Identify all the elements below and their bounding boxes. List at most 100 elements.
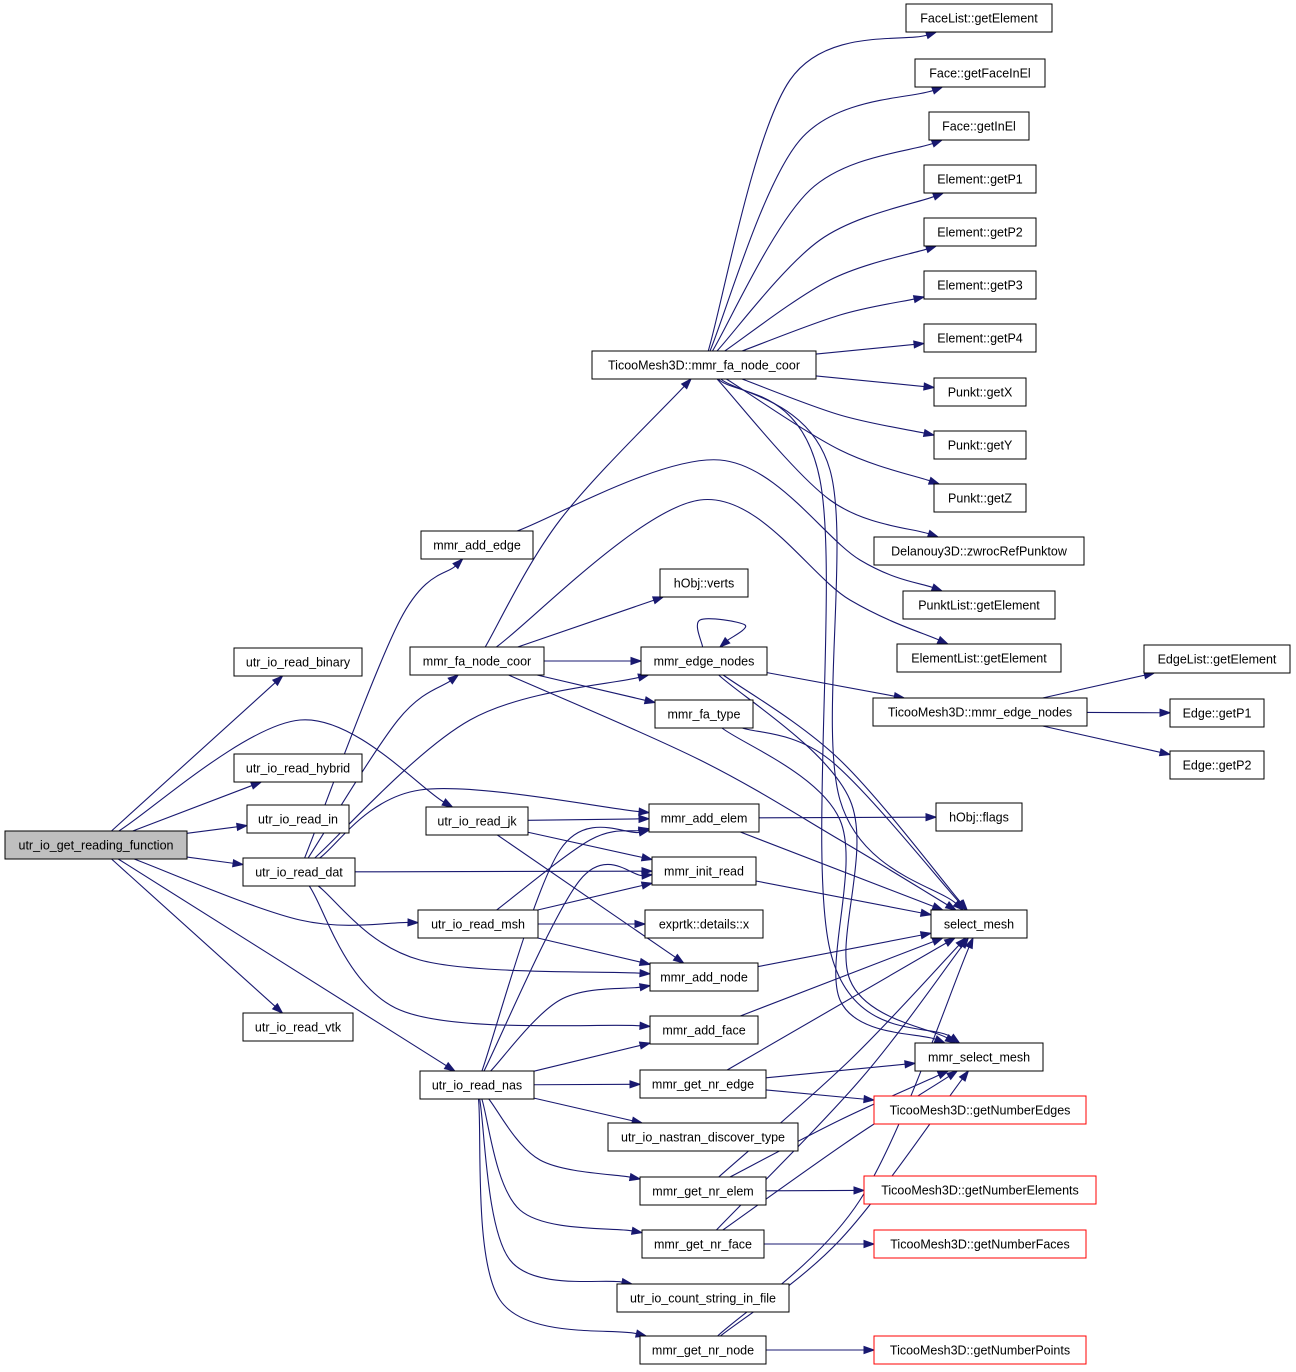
node-box bbox=[640, 646, 768, 676]
arrow-head-icon bbox=[452, 557, 464, 570]
node-mmr-get-nr-node[interactable]: mmr_get_nr_node bbox=[639, 1335, 767, 1365]
node-box bbox=[242, 1012, 354, 1042]
arrow-head-icon bbox=[443, 1061, 457, 1072]
node-ticoo-edge-nodes[interactable]: TicooMesh3D::mmr_edge_nodes bbox=[872, 697, 1088, 727]
node-mmr-init-read[interactable]: mmr_init_read bbox=[651, 856, 757, 886]
node-label: FaceList::getElement bbox=[920, 12, 1038, 26]
node-mmr-add-elem[interactable]: mmr_add_elem bbox=[648, 803, 760, 833]
node-label: utr_io_nastran_discover_type bbox=[621, 1131, 785, 1145]
node-count-string[interactable]: utr_io_count_string_in_file bbox=[616, 1283, 790, 1313]
node-punkt-getz[interactable]: Punkt::getZ bbox=[933, 483, 1027, 513]
arrow-head-icon bbox=[863, 1345, 876, 1355]
node-exprtk-x[interactable]: exprtk::details::x bbox=[644, 909, 764, 939]
node-face-getfaceinel[interactable]: Face::getFaceInEl bbox=[914, 58, 1046, 88]
edge-read_dat-to-mmr_add_elem bbox=[319, 788, 640, 859]
node-delanouy[interactable]: Delanouy3D::zwrocRefPunktow bbox=[873, 536, 1085, 566]
edge-mmr_fa_node_coor-to-elementlist_getelement bbox=[496, 499, 939, 648]
node-root[interactable]: utr_io_get_reading_function bbox=[4, 830, 188, 860]
node-mmr-get-nr-face[interactable]: mmr_get_nr_face bbox=[641, 1229, 765, 1259]
node-read-vtk[interactable]: utr_io_read_vtk bbox=[242, 1012, 354, 1042]
node-get-number-faces[interactable]: TicooMesh3D::getNumberFaces bbox=[873, 1229, 1087, 1259]
node-mmr-add-node[interactable]: mmr_add_node bbox=[649, 962, 759, 992]
edge-ticoo_fa_node_coor-to-mmr_select_mesh bbox=[717, 378, 952, 1038]
node-elementlist-getelement[interactable]: ElementList::getElement bbox=[896, 643, 1062, 673]
node-select-mesh[interactable]: select_mesh bbox=[930, 909, 1028, 939]
node-punkt-gety[interactable]: Punkt::getY bbox=[933, 430, 1027, 460]
edge-read_nas-to-count_string bbox=[479, 1098, 623, 1283]
edge-ticoo_fa_node_coor-to-punkt_getz bbox=[726, 378, 930, 482]
edge-read_msh-to-mmr_init_read bbox=[537, 884, 643, 911]
node-element-getp3[interactable]: Element::getP3 bbox=[923, 270, 1037, 300]
node-mmr-add-face[interactable]: mmr_add_face bbox=[649, 1015, 759, 1045]
arrow-head-icon bbox=[441, 798, 454, 808]
node-hobj-verts[interactable]: hObj::verts bbox=[659, 568, 749, 598]
node-label: mmr_fa_node_coor bbox=[423, 655, 531, 669]
node-read-hybrid[interactable]: utr_io_read_hybrid bbox=[233, 753, 363, 783]
node-read-jk[interactable]: utr_io_read_jk bbox=[425, 806, 529, 836]
arrow-head-icon bbox=[904, 1060, 917, 1069]
edge-ticoo_fa_node_coor-to-select_mesh bbox=[720, 378, 957, 904]
node-label: mmr_fa_type bbox=[668, 708, 741, 722]
node-hobj-flags[interactable]: hObj::flags bbox=[935, 802, 1023, 832]
node-get-number-elements[interactable]: TicooMesh3D::getNumberElements bbox=[863, 1175, 1097, 1205]
arrow-head-icon bbox=[919, 908, 933, 917]
node-facelist-getelement[interactable]: FaceList::getElement bbox=[905, 3, 1053, 33]
node-box bbox=[933, 377, 1027, 407]
node-edge-getp2[interactable]: Edge::getP2 bbox=[1169, 750, 1265, 780]
edge-ticoo_fa_node_coor-to-face_getfaceinel bbox=[709, 89, 934, 352]
node-element-getp1[interactable]: Element::getP1 bbox=[923, 164, 1037, 194]
node-edge-getp1[interactable]: Edge::getP1 bbox=[1169, 698, 1265, 728]
node-read-binary[interactable]: utr_io_read_binary bbox=[233, 647, 363, 677]
node-nastran-discover[interactable]: utr_io_nastran_discover_type bbox=[607, 1122, 799, 1152]
arrow-head-icon bbox=[637, 828, 651, 837]
node-mmr-get-nr-edge[interactable]: mmr_get_nr_edge bbox=[639, 1069, 767, 1099]
node-label: utr_io_read_vtk bbox=[255, 1021, 342, 1035]
node-box bbox=[591, 350, 817, 380]
node-face-getinel[interactable]: Face::getInEl bbox=[928, 111, 1030, 141]
edge-mmr_add_edge-to-punktlist_getelement bbox=[516, 459, 933, 588]
node-box bbox=[873, 1335, 1087, 1365]
edge-mmr_init_read-to-select_mesh bbox=[755, 880, 922, 914]
edge-ticoo_fa_node_coor-to-face_getinel bbox=[712, 143, 933, 352]
arrow-head-icon bbox=[931, 937, 945, 946]
node-punktlist-getelement[interactable]: PunktList::getElement bbox=[902, 590, 1056, 620]
node-read-dat[interactable]: utr_io_read_dat bbox=[242, 857, 356, 887]
arrow-head-icon bbox=[640, 853, 654, 862]
node-label: TicooMesh3D::getNumberFaces bbox=[890, 1238, 1069, 1252]
node-label: mmr_edge_nodes bbox=[654, 655, 755, 669]
node-punkt-getx[interactable]: Punkt::getX bbox=[933, 377, 1027, 407]
node-mmr-select-mesh[interactable]: mmr_select_mesh bbox=[914, 1042, 1044, 1072]
node-edgelist-getelement[interactable]: EdgeList::getElement bbox=[1143, 644, 1291, 674]
node-read-in[interactable]: utr_io_read_in bbox=[246, 804, 350, 834]
node-mmr-edge-nodes[interactable]: mmr_edge_nodes bbox=[640, 646, 768, 676]
node-label: utr_io_read_dat bbox=[255, 866, 343, 880]
node-box bbox=[923, 270, 1037, 300]
node-label: utr_io_read_hybrid bbox=[246, 762, 350, 776]
node-get-number-points[interactable]: TicooMesh3D::getNumberPoints bbox=[873, 1335, 1087, 1365]
node-read-nas[interactable]: utr_io_read_nas bbox=[419, 1070, 535, 1100]
arrow-head-icon bbox=[923, 382, 936, 391]
node-get-number-edges[interactable]: TicooMesh3D::getNumberEdges bbox=[873, 1095, 1087, 1125]
node-ticoo-fa-node-coor[interactable]: TicooMesh3D::mmr_fa_node_coor bbox=[591, 350, 817, 380]
node-box bbox=[616, 1283, 790, 1313]
node-read-msh[interactable]: utr_io_read_msh bbox=[417, 909, 539, 939]
node-mmr-get-nr-elem[interactable]: mmr_get_nr_elem bbox=[639, 1176, 767, 1206]
edge-root-to-read_hybrid bbox=[132, 785, 253, 832]
edge-mmr_get_nr_edge-to-get_number_edges bbox=[765, 1089, 865, 1100]
arrow-head-icon bbox=[628, 1172, 642, 1182]
arrow-head-icon bbox=[639, 968, 652, 978]
node-box bbox=[233, 647, 363, 677]
edge-ticoo_fa_node_coor-to-element_getp4 bbox=[815, 343, 915, 355]
node-box bbox=[873, 1095, 1087, 1125]
node-element-getp2[interactable]: Element::getP2 bbox=[923, 217, 1037, 247]
arrow-head-icon bbox=[638, 814, 651, 824]
edge-read_msh-to-mmr_add_node bbox=[537, 937, 641, 963]
node-label: Element::getP1 bbox=[937, 173, 1023, 187]
node-element-getp4[interactable]: Element::getP4 bbox=[923, 323, 1037, 353]
node-mmr-add-edge[interactable]: mmr_add_edge bbox=[420, 530, 534, 560]
node-label: EdgeList::getElement bbox=[1158, 653, 1277, 667]
node-box bbox=[639, 1335, 767, 1365]
node-box bbox=[417, 909, 539, 939]
node-mmr-fa-type[interactable]: mmr_fa_type bbox=[654, 699, 754, 729]
node-mmr-fa-node-coor[interactable]: mmr_fa_node_coor bbox=[409, 646, 545, 676]
